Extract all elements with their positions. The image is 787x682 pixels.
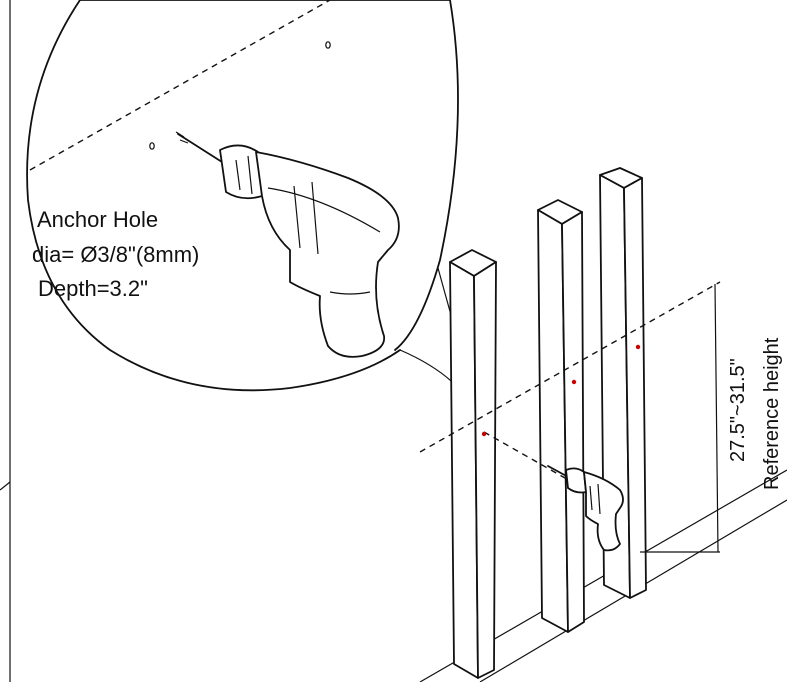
stud-post: [449, 249, 497, 679]
anchor-hole-diameter: dia= Ø3/8"(8mm): [32, 242, 199, 267]
anchor-hole-depth: Depth=3.2": [38, 276, 148, 301]
reference-height-range: 27.5"~31.5": [727, 358, 749, 462]
anchor-hole-marker: [571, 379, 577, 385]
drill-direction-line: [483, 431, 566, 479]
magnifier-circle-left: [26, 0, 401, 392]
left-frame-tick: [0, 481, 11, 491]
magnifier-circle-right: [79, 0, 459, 351]
detail-anchor-hole: [149, 142, 155, 150]
detail-wall-dashed-line: [29, 0, 331, 171]
small-drill-icon: [547, 465, 624, 552]
stud-post: [537, 199, 585, 633]
reference-height-label: Reference height: [761, 337, 783, 490]
detail-drill-icon: [175, 131, 400, 358]
anchor-hole-title: Anchor Hole: [37, 207, 158, 232]
detail-anchor-hole: [325, 41, 331, 49]
anchor-hole-marker: [481, 431, 487, 437]
reference-plane-dashed-line: [419, 281, 721, 453]
anchor-hole-marker: [635, 344, 641, 350]
reference-height-line: [714, 283, 719, 553]
